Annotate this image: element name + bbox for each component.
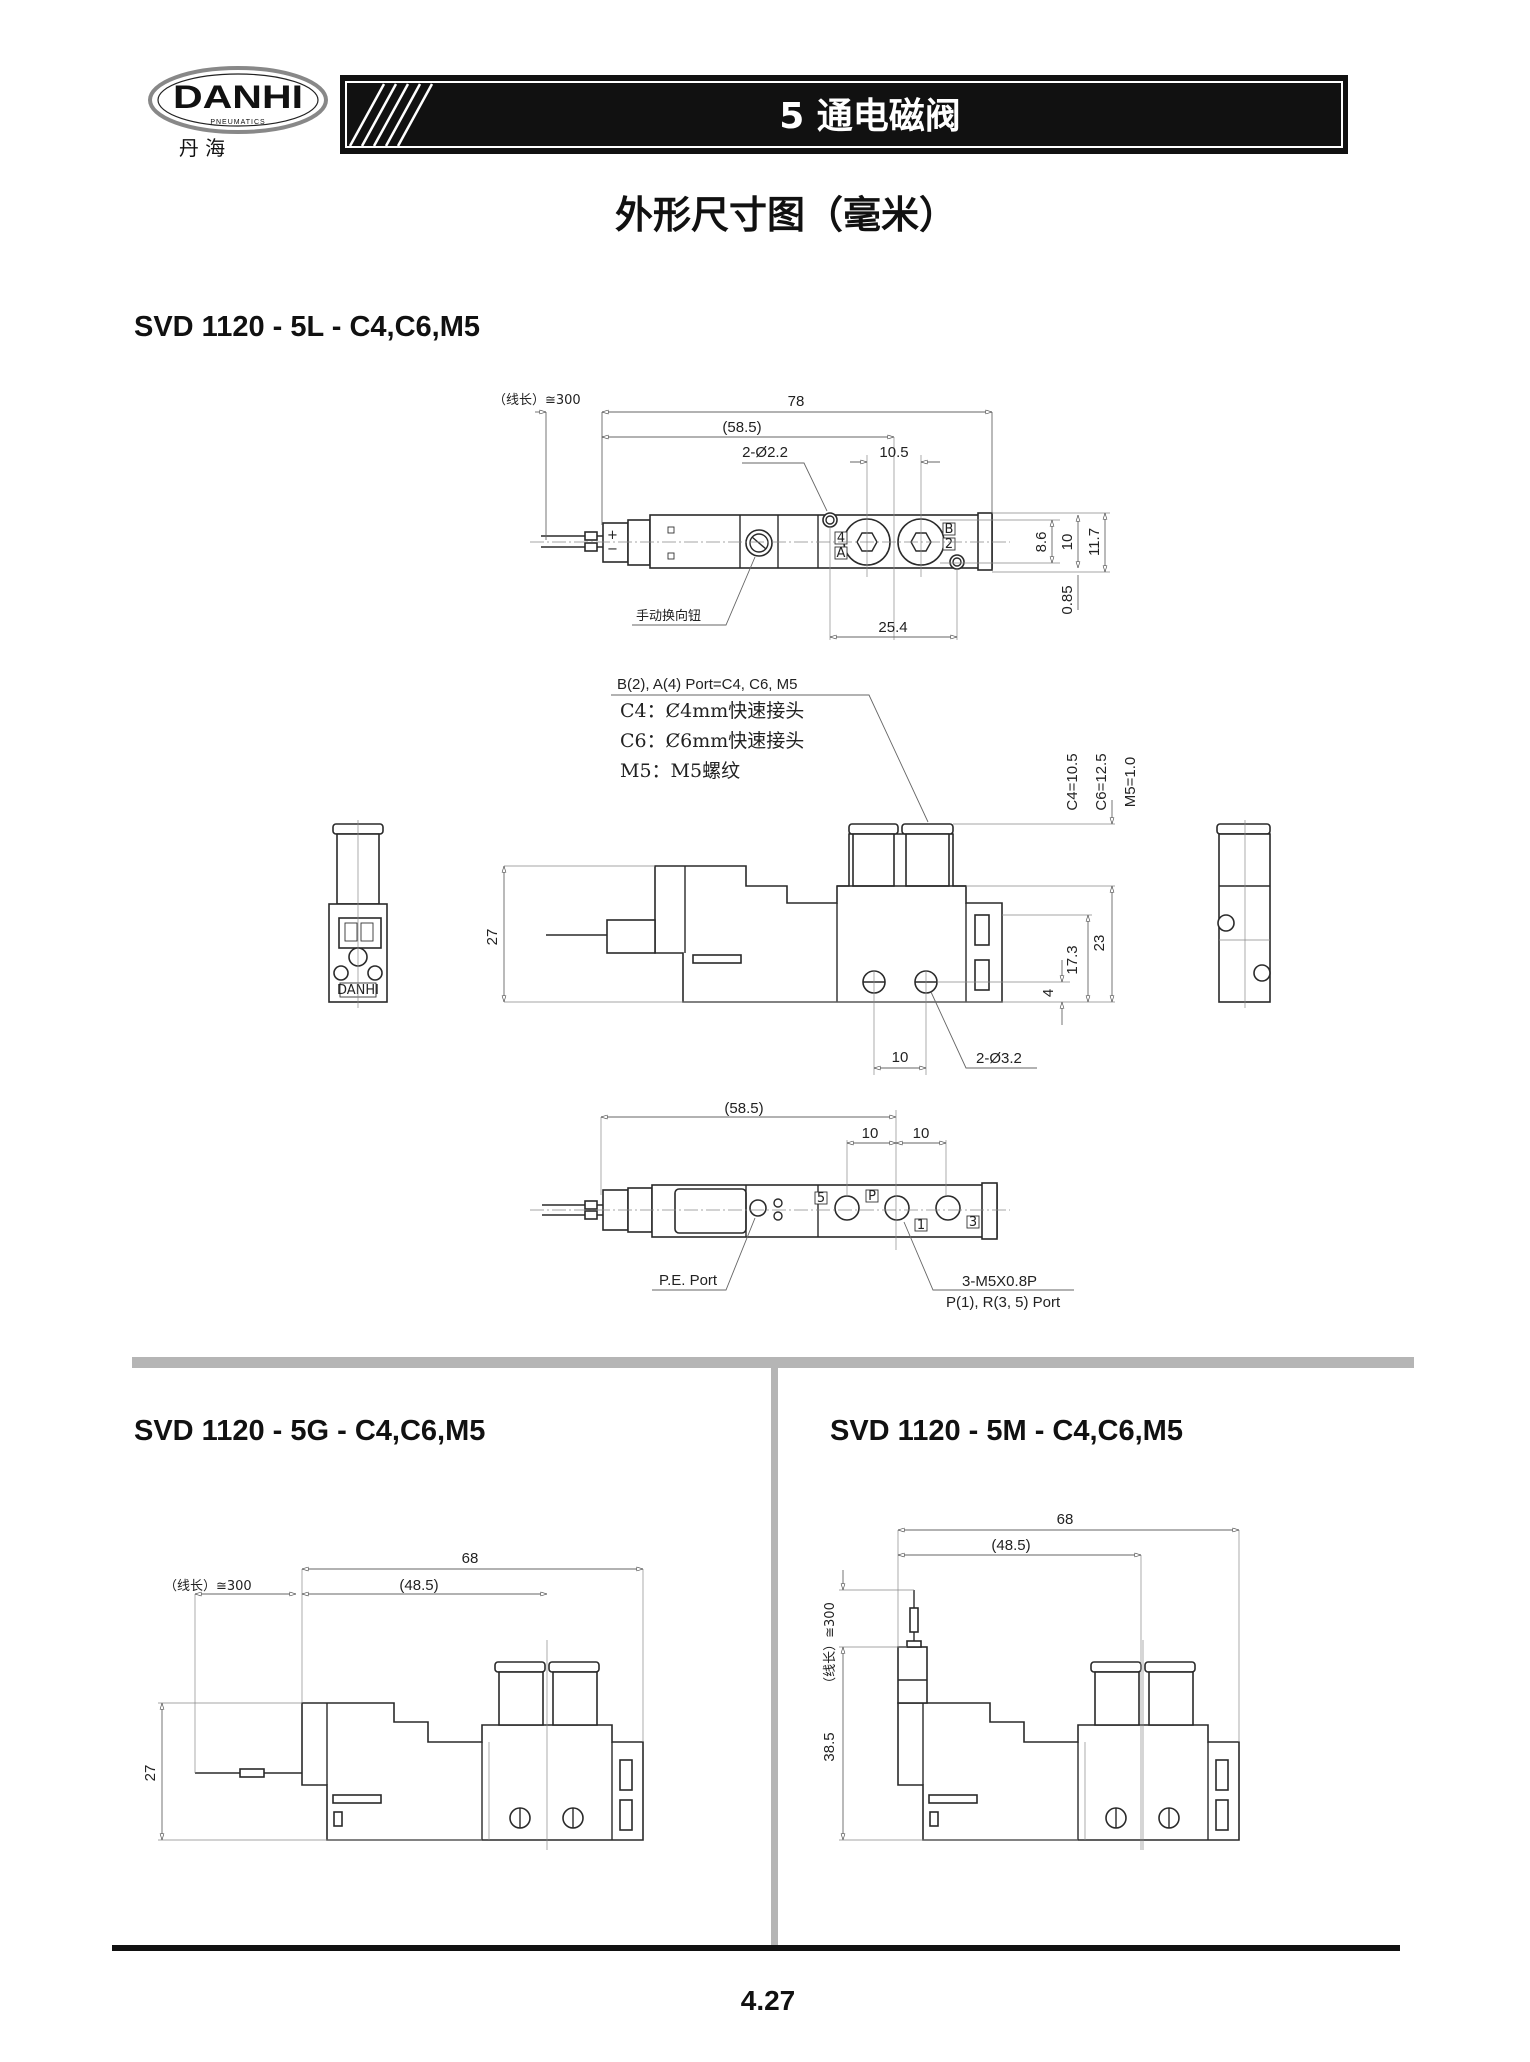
section-title: 5 通电磁阀: [779, 96, 961, 137]
dim-wire-length: （线长）≅300: [493, 393, 581, 408]
label-ports: P(1), R(3, 5) Port: [946, 1294, 1061, 1311]
dim-23: 23: [1091, 935, 1108, 952]
dim-hole-pitch-front: 10: [892, 1049, 909, 1066]
port-label: 2: [945, 537, 953, 552]
dim-mount-holes: 2-Ø2.2: [742, 444, 788, 461]
port-label: 3: [969, 1215, 977, 1230]
right-side-view: [1216, 820, 1271, 1008]
dim-pitch-1: 10: [862, 1125, 879, 1142]
dim-pitch-2: 10: [913, 1125, 930, 1142]
port-label: A: [837, 546, 846, 561]
port-label: P: [868, 1189, 876, 1204]
svg-text:+: +: [607, 528, 618, 543]
dim-10: 10: [1059, 534, 1076, 551]
dim-overall-5g: 68: [462, 1550, 479, 1567]
dim-body-5m: (48.5): [991, 1537, 1030, 1554]
note-c6: C6：Ȼ6mm快速接头: [620, 730, 804, 752]
front-view-5m: 68 (48.5) （线长）≅300 38.5: [821, 1511, 1240, 1851]
label-thread: 3-M5X0.8P: [962, 1273, 1037, 1290]
fitting-height-c4: C4=10.5: [1064, 753, 1081, 810]
logo-sub: PNEUMATICS: [210, 119, 265, 126]
fitting-height-c6: C6=12.5: [1093, 753, 1110, 810]
label-manual-button: 手动换向钮: [636, 608, 701, 624]
left-side-view: DANHI: [328, 820, 388, 1008]
port-label: 1: [917, 1218, 925, 1233]
note-c4: C4：Ȼ4mm快速接头: [620, 700, 804, 722]
dim-085: 0.85: [1059, 585, 1076, 614]
dim-height-5g: 27: [142, 1765, 159, 1782]
page-number: 4.27: [741, 1985, 796, 2016]
heading-5g: SVD 1120 - 5G - C4,C6,M5: [134, 1415, 485, 1447]
logo-brand: DANHI: [173, 79, 303, 115]
dim-height: 27: [484, 929, 501, 946]
port-label: 4: [837, 531, 845, 546]
dim-port-pitch: 10.5: [879, 444, 908, 461]
dim-overall-5m: 68: [1057, 1511, 1074, 1528]
dim-86: 8.6: [1033, 532, 1050, 553]
label-pe-port: P.E. Port: [659, 1272, 718, 1289]
page-title: 外形尺寸图（毫米）: [615, 193, 957, 237]
danhi-logo: DANHI PNEUMATICS 丹 海: [148, 66, 328, 160]
dim-height-5m: 38.5: [821, 1732, 838, 1761]
dim-body-bottom: (58.5): [724, 1100, 763, 1117]
logo-cn: 丹 海: [179, 136, 225, 160]
front-view-5g: 68 (48.5) （线长）≅300 27: [142, 1550, 644, 1850]
section-divider: [132, 1357, 1414, 1368]
top-view-5l: +− 4 A B 2 （线长）≅300 78 (58.5) 2-Ø2.2: [493, 393, 1110, 640]
dim-wire-5g: （线长）≅300: [164, 1579, 252, 1594]
heading-5l: SVD 1120 - 5L - C4,C6,M5: [134, 311, 480, 343]
note-m5: M5：M5螺纹: [620, 760, 740, 782]
port-note: B(2), A(4) Port=C4, C6, M5: [617, 676, 797, 693]
section-banner: 5 通电磁阀: [340, 75, 1348, 154]
dim-holes: 2-Ø3.2: [976, 1050, 1022, 1067]
banner-stripes: [348, 83, 434, 147]
dim-overall: 78: [788, 393, 805, 410]
fitting-height-m5: M5=1.0: [1122, 757, 1139, 807]
dim-4: 4: [1040, 989, 1057, 997]
dim-173: 17.3: [1064, 945, 1081, 974]
dim-117: 11.7: [1086, 528, 1103, 556]
bottom-view-5l: 5 P 1 3 (58.5) 10 10 P.E. Port 3-M5X0.8P…: [530, 1100, 1074, 1311]
front-view-5l: B(2), A(4) Port=C4, C6, M5 C4：Ȼ4mm快速接头 C…: [328, 676, 1271, 1075]
port-label: B: [945, 522, 954, 537]
dim-body-5g: (48.5): [399, 1577, 438, 1594]
footer-rule: [112, 1945, 1400, 1951]
heading-5m: SVD 1120 - 5M - C4,C6,M5: [830, 1415, 1183, 1447]
port-label: 5: [817, 1191, 825, 1206]
pe-port-icon: [749, 1199, 767, 1217]
column-divider: [771, 1368, 778, 1946]
dim-hole-pitch: 25.4: [878, 619, 907, 636]
dim-wire-5m: （线长）≅300: [823, 1602, 838, 1690]
dim-body: (58.5): [722, 419, 761, 436]
svg-text:−: −: [607, 542, 618, 557]
